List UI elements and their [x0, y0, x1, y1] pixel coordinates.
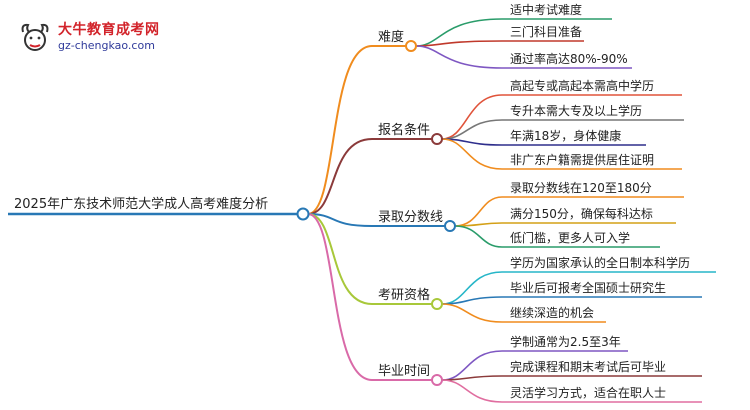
branch-node-2	[431, 133, 443, 145]
leaf-label-3-2: 满分150分，确保每科达标	[510, 206, 653, 221]
branch-connector-1	[307, 45, 373, 215]
logo-site-name: 大牛教育成考网	[58, 22, 160, 38]
leaf-label-5-1: 学制通常为2.5至3年	[510, 334, 621, 349]
branch-connector-5	[307, 213, 373, 381]
root-topic-label: 2025年广东技术师范大学成人高考难度分析	[14, 196, 268, 212]
leaf-label-2-4: 非广东户籍需提供居住证明	[510, 152, 654, 167]
leaf-connector-3-1	[454, 196, 503, 227]
branch-node-5	[431, 374, 443, 386]
leaf-connector-3-3	[454, 225, 503, 248]
logo-domain: gz-chengkao.com	[58, 39, 155, 52]
branch-label-2: 报名条件	[378, 122, 430, 138]
leaf-connector-2-1	[441, 94, 503, 140]
branch-connector-4	[307, 213, 373, 305]
branch-label-4: 考研资格	[378, 287, 430, 303]
leaf-label-2-1: 高起专或高起本需高中学历	[510, 78, 654, 93]
leaf-label-2-3: 年满18岁，身体健康	[510, 128, 621, 143]
branch-connector-2	[307, 138, 373, 215]
branch-node-1	[405, 40, 417, 52]
bull-logo-icon	[21, 23, 49, 51]
root-node	[296, 207, 310, 221]
leaf-connector-4-2	[441, 296, 503, 305]
branch-label-5: 毕业时间	[378, 364, 430, 379]
leaf-label-4-1: 学历为国家承认的全日制本科学历	[510, 255, 690, 270]
leaf-connector-5-3	[441, 379, 503, 403]
leaf-connector-1-3	[415, 45, 503, 69]
leaf-label-3-1: 录取分数线在120至180分	[510, 180, 652, 195]
leaf-connector-2-4	[441, 138, 503, 170]
leaf-label-5-3: 灵活学习方式，适合在职人士	[510, 385, 666, 400]
branch-node-4	[431, 298, 443, 310]
leaf-label-2-2: 专升本需大专及以上学历	[510, 103, 642, 118]
leaf-connector-4-3	[441, 303, 503, 323]
leaf-label-4-3: 继续深造的机会	[510, 305, 594, 320]
leaf-label-5-2: 完成课程和期末考试后可毕业	[510, 359, 666, 374]
leaf-label-1-2: 三门科目准备	[510, 24, 582, 39]
branch-node-3	[444, 220, 456, 232]
leaf-label-3-3: 低门槛，更多人可入学	[510, 230, 630, 245]
branch-connector-3	[307, 213, 373, 227]
branch-label-1: 难度	[378, 29, 404, 45]
leaf-label-4-2: 毕业后可报考全国硕士研究生	[510, 280, 666, 295]
site-logo: 大牛教育成考网 gz-chengkao.com	[18, 18, 168, 60]
branch-label-3: 录取分数线	[378, 210, 443, 225]
leaf-label-1-3: 通过率高达80%-90%	[510, 51, 628, 66]
leaf-label-1-1: 适中考试难度	[510, 2, 582, 17]
